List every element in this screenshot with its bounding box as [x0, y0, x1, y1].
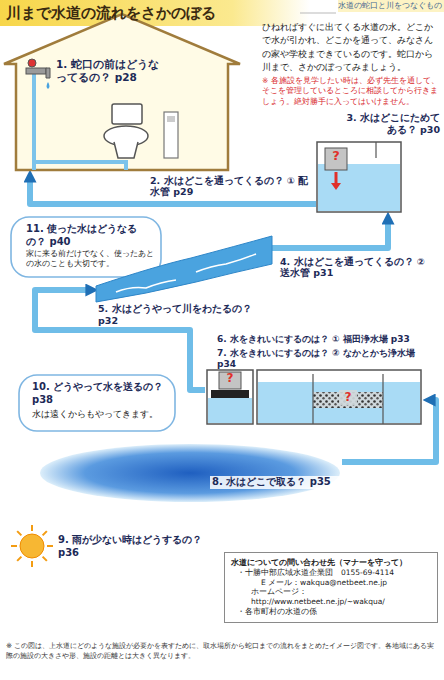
cloud-bubble: [19, 375, 175, 431]
contact-line: ホームページ：http://www.netbeet.ne.jp/~wakqua/: [231, 587, 431, 607]
question-heading: 11. 使った水はどうなるの？ p40: [26, 223, 150, 248]
flow-arrow: [335, 172, 338, 184]
question-heading: 6. 水をきれいにするのは？ ① 福田浄水場 p33: [217, 334, 425, 345]
cloud-callout: 10. どうやって水を送るの？ p38 水は遠くからもやってきます。: [18, 374, 176, 432]
pump-house: [207, 370, 253, 424]
mystery-box: [325, 148, 347, 170]
reservoir-tank: [317, 142, 401, 212]
filter-basin: [257, 370, 421, 424]
treatment-plant-node: 6. 水をきれいにするのは？ ① 福田浄水場 p33 7. 水をきれいにするのは？…: [205, 334, 425, 426]
tank-water: [318, 164, 400, 211]
river-band: [96, 236, 272, 302]
question-heading: 3. 水はどこにためてある？ p30: [340, 112, 440, 136]
caution-note: ※ 各施設を見学したい時は、必ず先生を通して、そこを管理しているところに相談して…: [262, 76, 440, 107]
contact-line: ・各市町村の水道の係: [231, 607, 431, 617]
contact-line: E メール：wakqua@netbeet.ne.jp: [231, 578, 431, 588]
page-title: 川まで水道の流れをさかのぼる: [6, 4, 298, 23]
house-outline: [4, 14, 240, 170]
pipe-label: 2. 水はどこを通ってくるの？ ① 配水管 p29: [150, 175, 310, 198]
sun-outline: [10, 522, 210, 570]
house-outline: [4, 12, 240, 172]
question-heading: 1. 蛇口の前はどうなってるの？ p28: [56, 58, 168, 84]
house-node: 1. 蛇口の前はどうなってるの？ p28: [4, 12, 240, 172]
banner-rule: [300, 13, 336, 14]
callout-body: 家に来る前だけでなく、使ったあとの水のことも大切です。: [26, 249, 154, 269]
callout-body: 水は遠くからもやってきます。: [32, 409, 166, 420]
lake-outline: [30, 442, 342, 504]
question-heading: 8. 水はどこで取る？ p35: [210, 476, 340, 489]
water-source-node: 8. 水はどこで取る？ p35: [30, 442, 342, 504]
faucet-and-toilet: [26, 59, 178, 170]
contact-heading: 水道についての問い合わせ先（マナーを守って）: [231, 557, 431, 568]
lake-water: [40, 444, 340, 502]
question-heading: 7. 水をきれいにするのは？ ② なかとかち浄水場 p34: [217, 348, 425, 371]
plant-outline: [205, 334, 425, 426]
footnote: ※ この図は、上水道にどのような施設が必要かを表すために、取水場所から蛇口までの…: [6, 641, 438, 660]
question-heading: 10. どうやって水を送るの？ p38: [32, 381, 164, 406]
contact-box: 水道についての問い合わせ先（マナーを守って）・十勝中部広域水道企業団 0155-…: [224, 552, 438, 623]
question-mark: ?: [325, 148, 347, 164]
intro-text: ひねればすぐに出てくる水道の水。どこかで水が引かれ、どこかを通って、みなさんの家…: [262, 20, 440, 73]
question-mark: ?: [339, 390, 357, 405]
contact-line: ・十勝中部広域水道企業団 0155-69-4114: [231, 568, 431, 578]
river-waves: [116, 254, 256, 292]
question-mark: ?: [219, 371, 241, 386]
water-pipe: [272, 222, 388, 248]
cloud-callout: 11. 使った水はどうなるの？ p40家に来る前だけでなく、使ったあとの水のこと…: [10, 216, 162, 278]
cloud-bubble: [11, 217, 161, 277]
question-heading: 9. 雨が少ない時はどうするの？ p36: [58, 534, 206, 559]
header-tab: [338, 0, 444, 12]
sun-icon: [11, 525, 53, 567]
pipe-label: 4. 水はどこを通ってくるの？ ② 送水管 p31: [280, 256, 438, 279]
header-tag: 水道の蛇口と川をつなぐもの: [338, 1, 442, 10]
sun-node: 9. 雨が少ない時はどうするの？ p36: [10, 522, 210, 570]
question-heading: 5. 水はどうやって川をわたるの？ p32: [96, 303, 272, 327]
